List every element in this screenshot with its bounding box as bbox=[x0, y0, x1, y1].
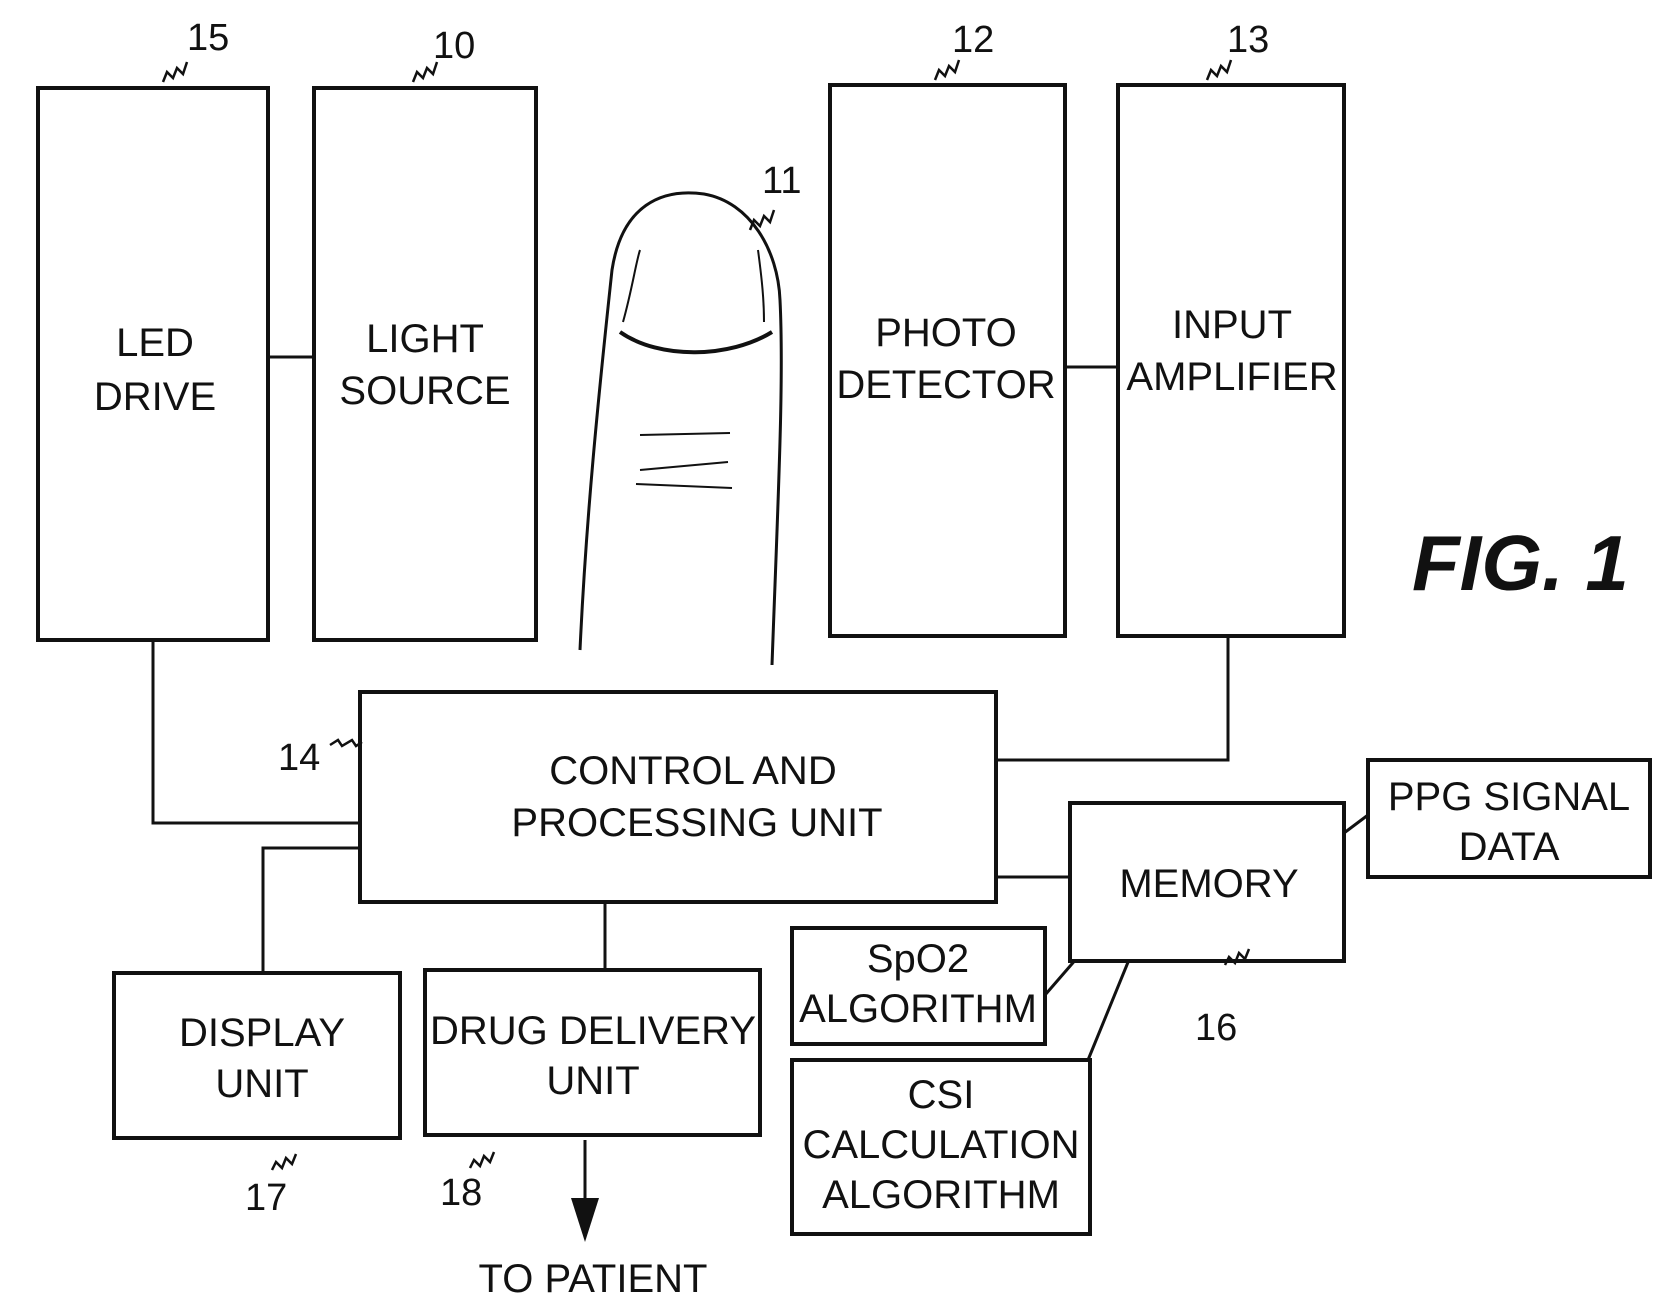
light-source-label-line1: LIGHT bbox=[366, 317, 484, 361]
photo-detector-label-line2: DETECTOR bbox=[836, 363, 1055, 407]
led-drive-block: LED DRIVE 15 bbox=[38, 17, 268, 640]
control-unit-ref-number: 14 bbox=[278, 737, 320, 779]
control-unit-box bbox=[360, 692, 996, 902]
photo-detector-block: PHOTO DETECTOR 12 bbox=[830, 19, 1065, 636]
csi-algorithm-block: CSI CALCULATION ALGORITHM bbox=[792, 1060, 1090, 1234]
memory-block: MEMORY 16 bbox=[1070, 803, 1344, 1049]
csi-algorithm-label-line2: CALCULATION bbox=[802, 1123, 1079, 1167]
finger-nail bbox=[620, 332, 772, 352]
control-unit-block: CONTROL AND PROCESSING UNIT 14 bbox=[278, 692, 996, 902]
photo-detector-ref-leader bbox=[935, 60, 959, 80]
photo-detector-ref-number: 12 bbox=[952, 19, 994, 61]
photo-detector-box bbox=[830, 85, 1065, 636]
memory-ref-number: 16 bbox=[1195, 1007, 1237, 1049]
drug-delivery-label-line2: UNIT bbox=[546, 1059, 639, 1103]
ppg-data-block: PPG SIGNAL DATA bbox=[1368, 760, 1650, 877]
led-drive-label-line1: LED bbox=[116, 321, 194, 365]
input-amplifier-ref-number: 13 bbox=[1227, 19, 1269, 61]
display-unit-ref-leader bbox=[272, 1154, 296, 1170]
drug-delivery-label-line1: DRUG DELIVERY bbox=[430, 1009, 756, 1053]
spo2-algorithm-block: SpO2 ALGORITHM bbox=[792, 928, 1045, 1044]
light-source-block: LIGHT SOURCE 10 bbox=[314, 25, 536, 640]
drug-delivery-block: DRUG DELIVERY UNIT 18 bbox=[425, 970, 760, 1214]
drug-delivery-ref-leader bbox=[470, 1152, 494, 1168]
finger-ref-leader bbox=[750, 210, 774, 230]
finger-nail-inner bbox=[623, 250, 764, 322]
photo-detector-label-line1: PHOTO bbox=[875, 311, 1017, 355]
spo2-algorithm-label-line1: SpO2 bbox=[867, 937, 969, 981]
wire-control-unit-display-unit bbox=[263, 848, 360, 973]
finger-illustration: 11 bbox=[580, 160, 801, 665]
light-source-label-line2: SOURCE bbox=[339, 369, 510, 413]
csi-algorithm-label-line1: CSI bbox=[908, 1073, 975, 1117]
input-amplifier-label-line2: AMPLIFIER bbox=[1126, 355, 1337, 399]
control-unit-ref-leader bbox=[330, 740, 362, 746]
led-drive-ref-number: 15 bbox=[187, 17, 229, 59]
memory-label: MEMORY bbox=[1119, 862, 1298, 906]
light-source-ref-number: 10 bbox=[433, 25, 475, 67]
display-unit-ref-number: 17 bbox=[245, 1177, 287, 1219]
finger-ref-number: 11 bbox=[762, 160, 801, 202]
drug-delivery-ref-number: 18 bbox=[440, 1172, 482, 1214]
display-unit-label-line1: DISPLAY bbox=[179, 1011, 345, 1055]
control-unit-label-line2: PROCESSING UNIT bbox=[511, 801, 882, 845]
finger-outline bbox=[580, 193, 781, 665]
spo2-algorithm-label-line2: ALGORITHM bbox=[799, 987, 1037, 1031]
finger-crease-2 bbox=[640, 462, 728, 470]
display-unit-box bbox=[114, 973, 400, 1138]
display-unit-block: DISPLAY UNIT 17 bbox=[114, 973, 400, 1219]
led-drive-ref-leader bbox=[163, 62, 187, 82]
input-amplifier-label-line1: INPUT bbox=[1172, 303, 1292, 347]
ppg-data-label-line1: PPG SIGNAL bbox=[1388, 775, 1630, 819]
input-amplifier-ref-leader bbox=[1207, 60, 1231, 80]
finger-crease-3 bbox=[636, 484, 732, 488]
output-label: TO PATIENT bbox=[479, 1257, 708, 1301]
figure-label: FIG. 1 bbox=[1412, 519, 1629, 607]
led-drive-label-line2: DRIVE bbox=[94, 375, 216, 419]
wire-input-amplifier-control-unit bbox=[996, 637, 1228, 760]
light-source-box bbox=[314, 88, 536, 640]
ppg-data-label-line2: DATA bbox=[1459, 825, 1560, 869]
wire-led-drive-control-unit bbox=[153, 640, 360, 823]
output-arrow-head bbox=[571, 1198, 599, 1242]
csi-algorithm-label-line3: ALGORITHM bbox=[822, 1173, 1060, 1217]
input-amplifier-block: INPUT AMPLIFIER 13 bbox=[1118, 19, 1344, 636]
display-unit-label-line2: UNIT bbox=[215, 1062, 308, 1106]
finger-crease-1 bbox=[640, 433, 730, 435]
control-unit-label-line1: CONTROL AND bbox=[549, 749, 836, 793]
